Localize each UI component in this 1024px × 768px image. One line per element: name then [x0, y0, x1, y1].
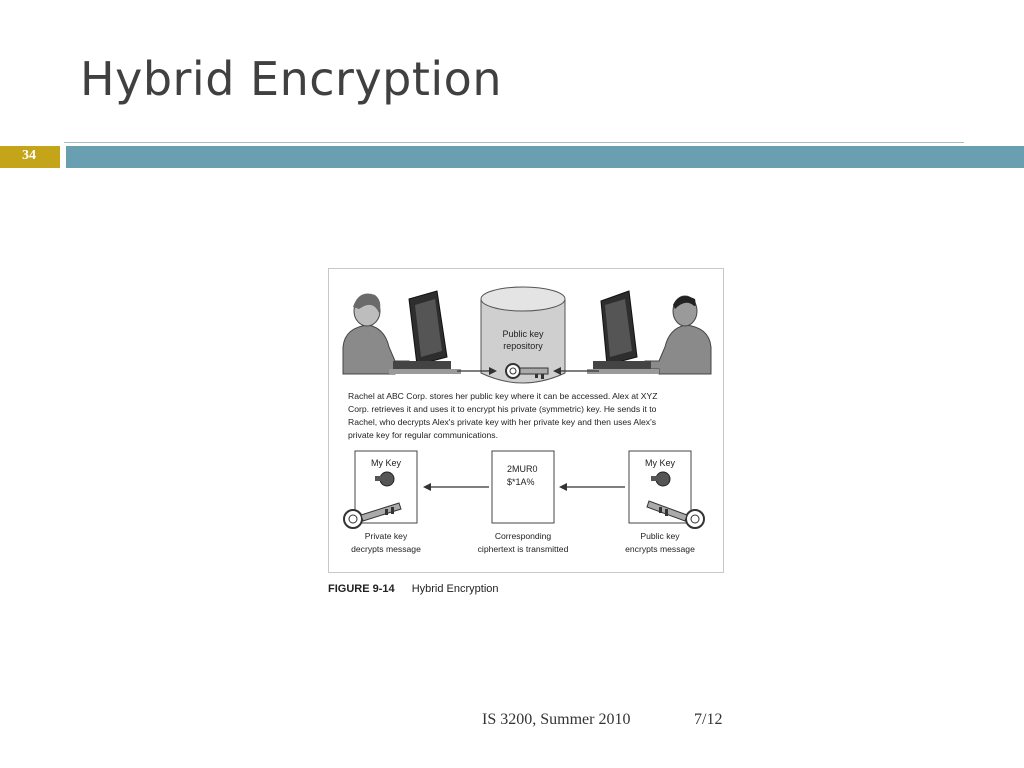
title-divider-line	[64, 142, 964, 143]
alex-computer-icon	[587, 290, 659, 374]
right-caption-line-1: Public key	[640, 531, 680, 541]
right-key-box-title: My Key	[645, 458, 676, 468]
figure-title: Hybrid Encryption	[411, 583, 499, 595]
middle-caption-line-1: Corresponding	[495, 531, 552, 541]
figure-caption: FIGURE 9-14 Hybrid Encryption	[328, 583, 499, 595]
public-key-box: My Key	[628, 450, 692, 524]
figure-number: FIGURE 9-14	[328, 583, 395, 595]
right-caption-line-2: encrypts message	[625, 544, 695, 554]
rachel-person-icon	[342, 293, 410, 375]
footer-course-label: IS 3200, Summer 2010	[482, 711, 631, 728]
footer-page-number: 7/12	[694, 711, 723, 728]
ciphertext-box: 2MUR0 $*1A%	[491, 450, 555, 524]
cipher-line-2: $*1A%	[507, 477, 535, 487]
top-arrows	[457, 367, 599, 375]
bottom-arrows	[423, 483, 625, 491]
cipher-line-1: 2MUR0	[507, 464, 538, 474]
description-line-3: Rachel, who decrypts Alex's private key …	[348, 417, 656, 427]
encrypting-key-icon	[646, 500, 705, 529]
middle-caption-line-2: ciphertext is transmitted	[478, 544, 569, 554]
slide-number-badge: 34	[0, 146, 60, 168]
rachel-computer-icon	[389, 290, 461, 374]
private-key-icon	[343, 502, 402, 529]
left-key-shaft-icon	[375, 476, 387, 481]
right-key-shaft-icon	[651, 476, 663, 481]
description-line-1: Rachel at ABC Corp. stores her public ke…	[348, 391, 658, 401]
slide-title: Hybrid Encryption	[80, 52, 502, 106]
left-caption-line-2: decrypts message	[351, 544, 421, 554]
description-line-4: private key for regular communications.	[348, 430, 498, 440]
repository-cylinder-icon: Public key repository	[480, 286, 566, 384]
public-key-icon	[505, 363, 549, 379]
title-accent-bar	[66, 146, 1024, 168]
repository-label-line1: Public key	[502, 329, 544, 339]
hybrid-encryption-figure: Public key repository Rachel at ABC Corp…	[328, 268, 724, 573]
repository-label-line2: repository	[503, 341, 543, 351]
description-line-2: Corp. retrieves it and uses it to encryp…	[348, 404, 657, 414]
figure-illustration: Public key repository Rachel at ABC Corp…	[342, 286, 712, 554]
left-caption-line-1: Private key	[365, 531, 408, 541]
alex-person-icon	[644, 295, 712, 375]
left-key-box-title: My Key	[371, 458, 402, 468]
